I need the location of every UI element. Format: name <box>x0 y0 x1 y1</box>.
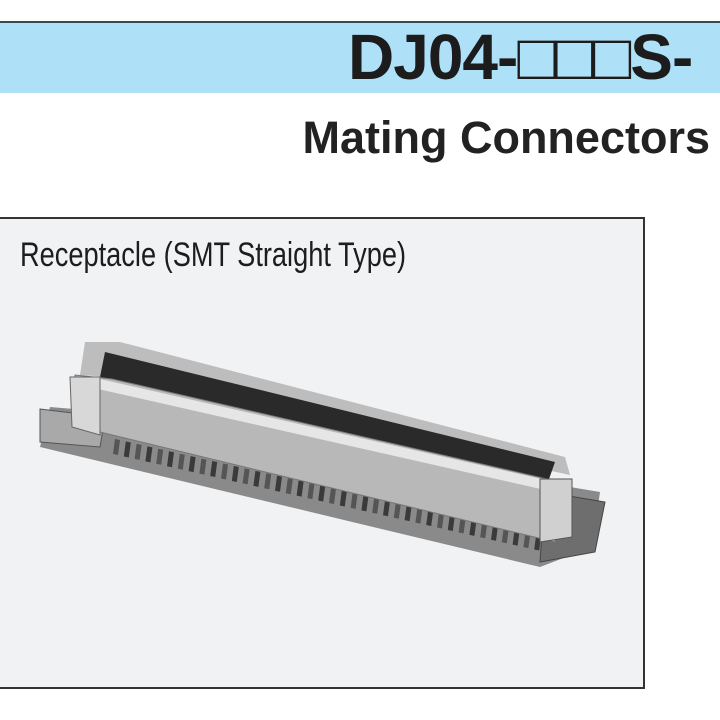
connector-slot <box>100 352 555 482</box>
contact-pin <box>458 517 466 534</box>
connector-side-right <box>539 478 573 543</box>
contact-pin <box>113 439 120 455</box>
header-bar <box>0 21 720 93</box>
contact-pin <box>339 490 347 507</box>
photo-caption: Receptacle (SMT Straight Type) <box>20 236 407 274</box>
contact-pin <box>426 510 434 527</box>
contact-pin <box>296 480 304 497</box>
contact-pin <box>188 456 196 473</box>
contact-pin <box>167 451 174 468</box>
contact-pin <box>350 492 358 509</box>
contact-pin <box>318 485 326 502</box>
contact-pin <box>480 522 488 539</box>
contact-pin <box>447 514 455 531</box>
contact-pin <box>404 505 412 522</box>
contact-pin <box>242 468 250 485</box>
series-title: DJ04-□□□S- <box>348 21 693 93</box>
contact-pin <box>469 519 477 536</box>
contact-pin <box>372 497 380 514</box>
connector-side-left <box>69 376 101 436</box>
contact-pin <box>123 441 131 458</box>
contact-pin <box>512 529 520 546</box>
contact-pin <box>329 488 336 504</box>
contact-pin <box>437 512 444 529</box>
contact-pin <box>156 448 164 465</box>
contact-pin <box>177 453 185 470</box>
contact-pin <box>383 500 390 517</box>
contact-pin <box>491 524 498 541</box>
contact-pin <box>275 475 282 492</box>
contact-pin <box>210 461 218 478</box>
contact-pin <box>199 458 207 475</box>
contact-pin <box>393 502 401 519</box>
connector-front-highlight <box>98 379 555 492</box>
contact-pins <box>113 439 542 551</box>
receptacle-connector-photo <box>39 342 606 567</box>
contact-pin <box>361 495 369 512</box>
contact-pin <box>307 483 315 500</box>
contact-pin <box>264 473 272 490</box>
contact-pin <box>221 463 228 480</box>
contact-pin <box>415 507 423 524</box>
contact-pin <box>285 478 293 495</box>
contact-pin <box>231 465 239 482</box>
section-title: Mating Connectors <box>302 112 710 163</box>
contact-pin <box>501 527 509 544</box>
contact-pin <box>145 446 153 463</box>
contact-pin <box>134 443 142 460</box>
contact-pin <box>253 470 261 487</box>
